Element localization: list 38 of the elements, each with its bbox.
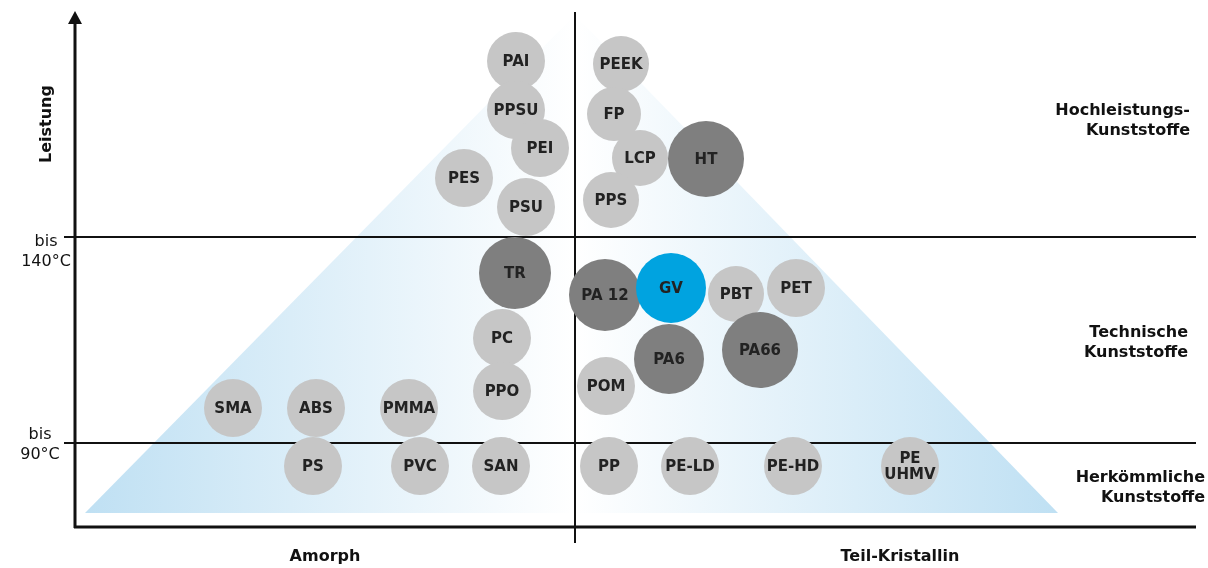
plastic-label: PEI — [526, 139, 554, 157]
plastic-label: PP — [598, 457, 620, 475]
plastic-label: PVC — [403, 457, 437, 475]
plastic-label: PET — [780, 279, 812, 297]
plastic-label: PE-LD — [665, 457, 715, 475]
plastic-label: PE UHMV — [883, 449, 937, 483]
plastic-label: PEEK — [599, 55, 643, 73]
axis-label: Amorph — [288, 546, 362, 566]
plastic-label: SMA — [214, 399, 252, 417]
plastic-label: GV — [659, 279, 683, 297]
threshold-label: bis 90°C — [19, 424, 61, 464]
category-label: Hochleistungs-Kunststoffe — [1054, 100, 1190, 140]
plastic-label: PE-HD — [766, 457, 820, 475]
plastic-label: PSU — [509, 198, 543, 216]
category-label: Technische Kunststoffe — [1082, 322, 1188, 362]
plastic-label: LCP — [624, 149, 656, 167]
plastic-label: PPS — [594, 191, 628, 209]
plastic-label: FP — [603, 105, 625, 123]
axis-label: Teil-Kristallin — [839, 546, 961, 566]
plastic-label: POM — [586, 377, 626, 395]
plastic-label: PA6 — [653, 350, 685, 368]
plastic-label: PA 12 — [581, 286, 629, 304]
axis-title: Leistung — [36, 85, 56, 163]
plastic-label: PBT — [719, 285, 753, 303]
plastic-label: PS — [302, 457, 324, 475]
plastic-label: HT — [694, 150, 718, 168]
plastic-label: TR — [504, 264, 526, 282]
category-label: Herkömmliche Kunststoffe — [1074, 467, 1205, 507]
plastic-label: PA66 — [738, 341, 782, 359]
plastic-label: PPO — [484, 382, 520, 400]
plastic-label: PC — [491, 329, 513, 347]
plastic-label: ABS — [299, 399, 333, 417]
threshold-label: bis 140°C — [20, 231, 72, 271]
plastic-label: PAI — [502, 52, 530, 70]
plastic-label: PES — [447, 169, 480, 187]
plastic-label: SAN — [483, 457, 519, 475]
plastic-label: PPSU — [493, 101, 539, 119]
plastic-label: PMMA — [382, 399, 436, 417]
